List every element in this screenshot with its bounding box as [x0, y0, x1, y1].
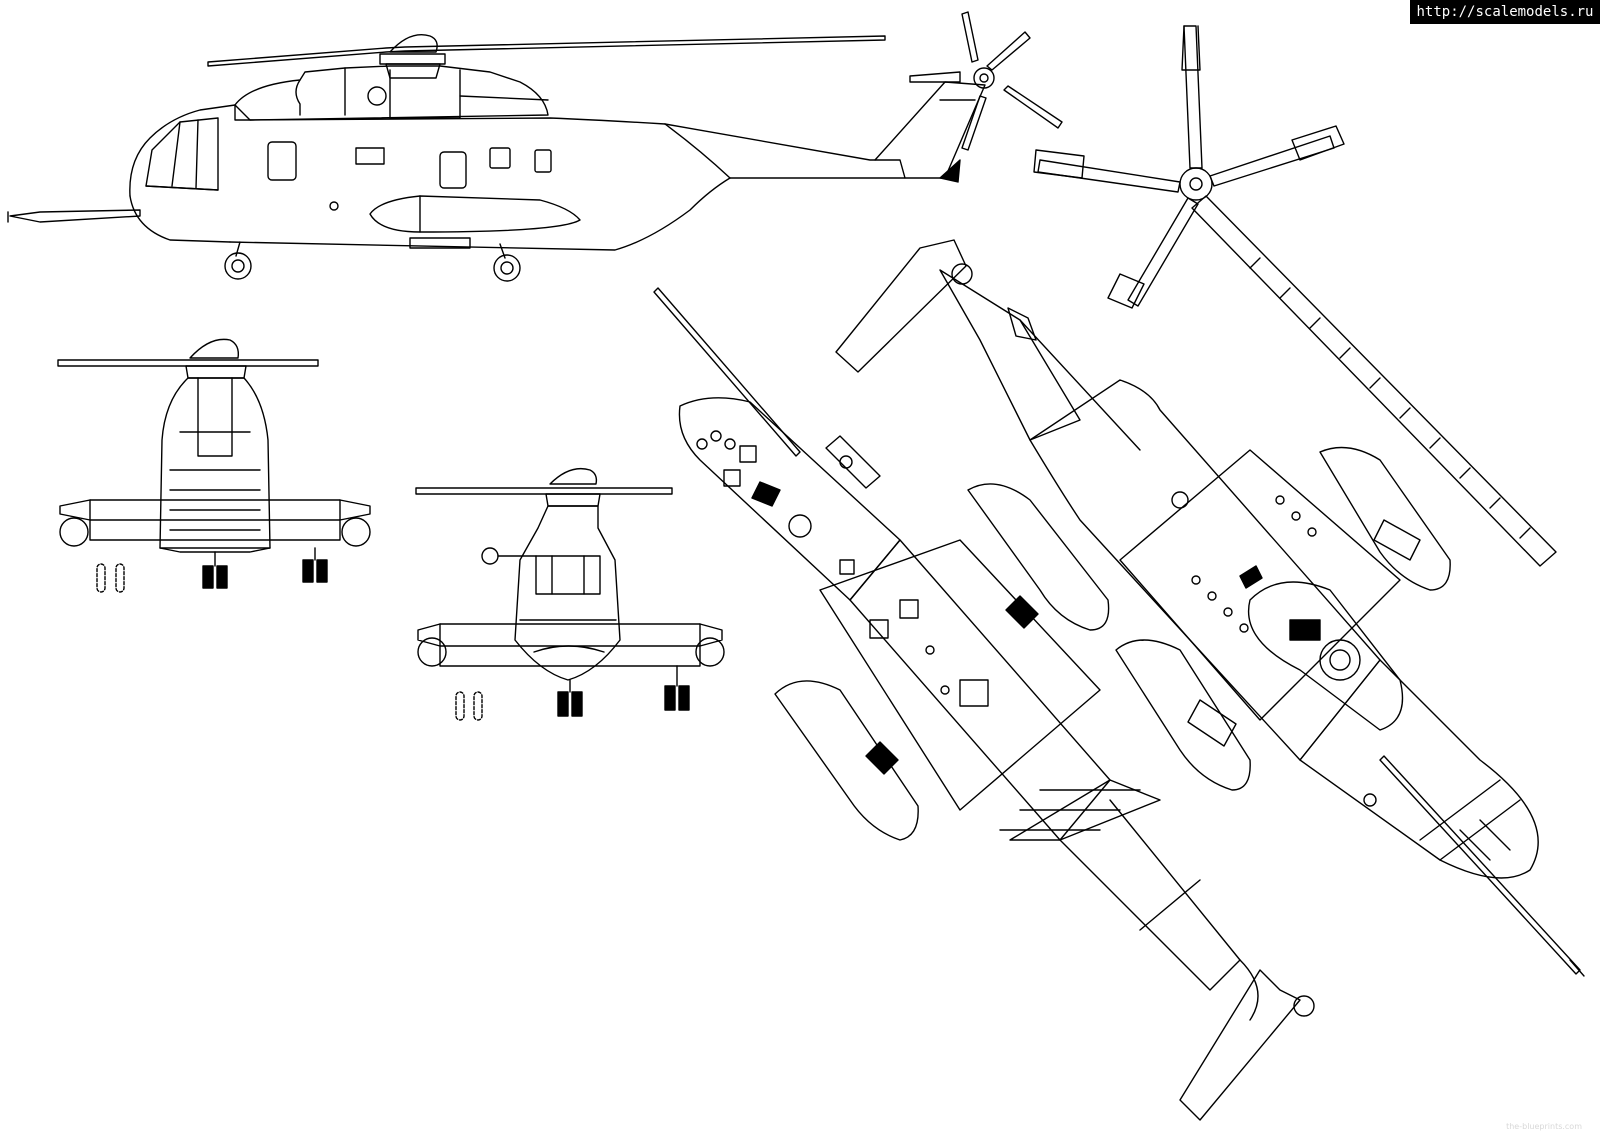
rotor-hub-view: [1033, 25, 1557, 567]
front-view: [57, 338, 371, 593]
side-view: [7, 11, 1063, 282]
bottom-view: [835, 239, 1585, 977]
watermark-text: the-blueprints.com: [1506, 1122, 1582, 1131]
rear-view: [415, 467, 725, 721]
source-url-badge[interactable]: http://scalemodels.ru: [1410, 0, 1600, 24]
top-view: [653, 287, 1315, 1121]
